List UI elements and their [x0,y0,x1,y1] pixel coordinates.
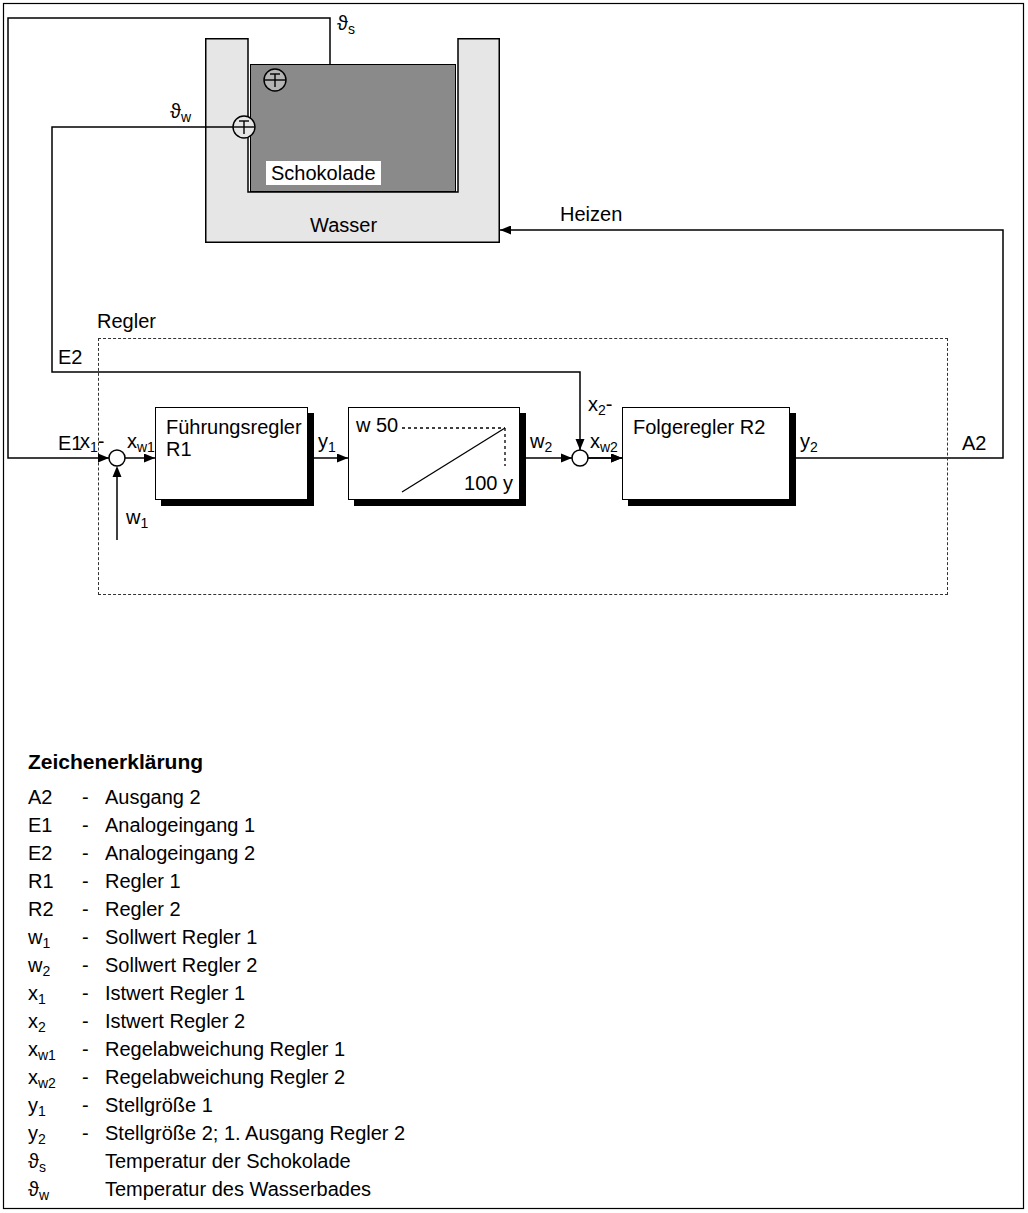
signal-label: y2 [800,430,818,452]
node-text: Regler [97,310,156,332]
thermometer-symbol [233,116,255,138]
controller-block: Führungsregler R1 [155,407,308,500]
legend-entry: E1 - Analogeingang 1 [28,814,255,836]
chocolate-vessel: Schokolade [250,64,456,192]
legend-entry: x2 - Istwert Regler 2 [28,1010,245,1032]
signal-label: E2 [58,346,82,368]
signal-label: A2 [962,432,986,454]
node-text: Führungsregler R1 [166,416,297,460]
legend-heading: Zeichenerklärung [28,750,203,773]
edge-label: y1 [318,430,336,452]
legend-entry: R2 - Regler 2 [28,898,181,920]
water-bath: SchokoladeWasser [205,38,500,243]
node-text: Schokolade [266,161,381,185]
legend-entry: A2 - Ausgang 2 [28,786,201,808]
setpoint-wire [116,476,118,540]
scaling-block: w 50 100 y [348,407,520,500]
legend-entry: E2 - Analogeingang 2 [28,842,255,864]
signal-line [500,230,1003,458]
edge-label: ϑw [170,100,191,122]
summing-point [109,450,125,466]
signal-label: w1 [126,506,148,528]
legend-entry: ϑw Temperatur des Wasserbades [28,1178,371,1200]
signal-label: x2- [588,393,612,415]
legend-entry: xw1 - Regelabweichung Regler 1 [28,1038,345,1060]
node-text: 100 y [464,472,513,494]
legend-entry: xw2 - Regelabweichung Regler 2 [28,1066,345,1088]
controller-block: Folgeregler R2 [622,407,790,500]
sensor-wire [205,126,233,128]
node-text: w 50 [356,414,398,436]
legend-entry: x1 - Istwert Regler 1 [28,982,245,1004]
bath-walls [206,39,500,243]
legend-entry: w2 - Sollwert Regler 2 [28,954,257,976]
node-text: Wasser [310,214,377,236]
legend-entry: ϑs Temperatur der Schokolade [28,1150,351,1172]
legend-entry: w1 - Sollwert Regler 1 [28,926,257,948]
signal-line [308,457,348,459]
edge-label: w2 [530,430,552,452]
edge-label: Heizen [560,203,622,225]
signal-label: xw1 [127,430,155,452]
signal-label: E1 [58,432,82,454]
legend-entry: y2 - Stellgröße 2; 1. Ausgang Regler 2 [28,1122,405,1144]
arrowheads [98,439,585,477]
controller-frame: Führungsregler R1 w 50 100 y Folgeregler R2… [98,338,948,595]
edge-label: ϑs [337,12,355,34]
legend-entry: y1 - Stellgröße 1 [28,1094,213,1116]
thermometer-symbol [264,69,286,91]
legend-entry: R1 - Regler 1 [28,870,181,892]
signal-line [52,127,622,458]
signal-label: x1- [80,430,104,452]
summing-point [572,450,588,466]
node-text: Folgeregler R2 [633,416,779,438]
outer-frame [4,4,1024,1209]
signal-label: xw2 [590,430,618,452]
